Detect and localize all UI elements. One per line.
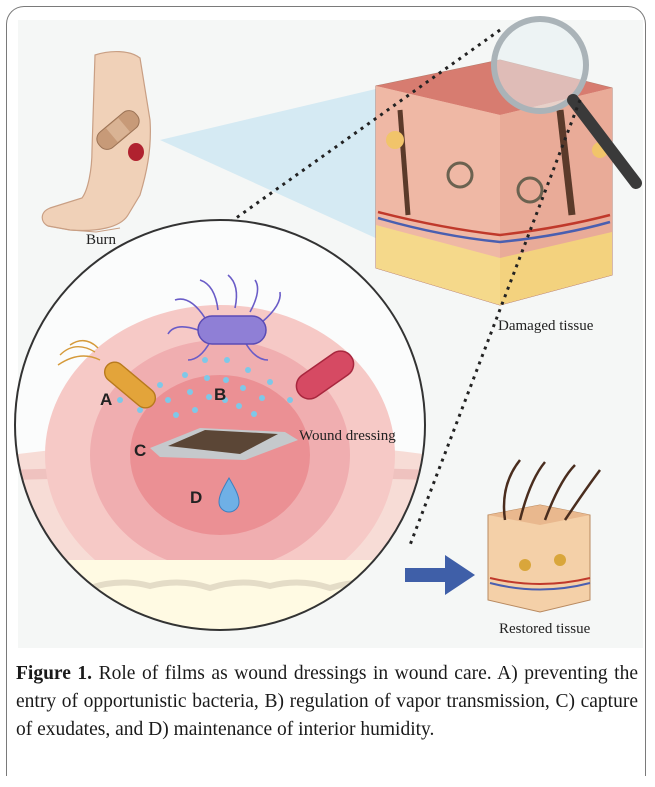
label-burn: Burn <box>86 232 116 249</box>
label-c: C <box>134 441 146 461</box>
leg-illustration <box>42 52 150 232</box>
restored-tissue-block <box>488 460 600 612</box>
caption-text: Role of films as wound dressings in woun… <box>16 663 638 740</box>
caption-figure-label: Figure 1. <box>16 663 92 684</box>
figure-caption: Figure 1. Role of films as wound dressin… <box>16 660 638 744</box>
label-restored-tissue: Restored tissue <box>499 621 590 638</box>
zoom-cone <box>160 88 380 240</box>
label-damaged-tissue: Damaged tissue <box>498 318 593 335</box>
label-wound-dressing: Wound dressing <box>299 428 396 445</box>
label-d: D <box>190 488 202 508</box>
label-a: A <box>100 390 112 410</box>
label-b: B <box>214 385 226 405</box>
arrow-right-icon <box>405 555 475 595</box>
burn-wound <box>128 143 144 161</box>
